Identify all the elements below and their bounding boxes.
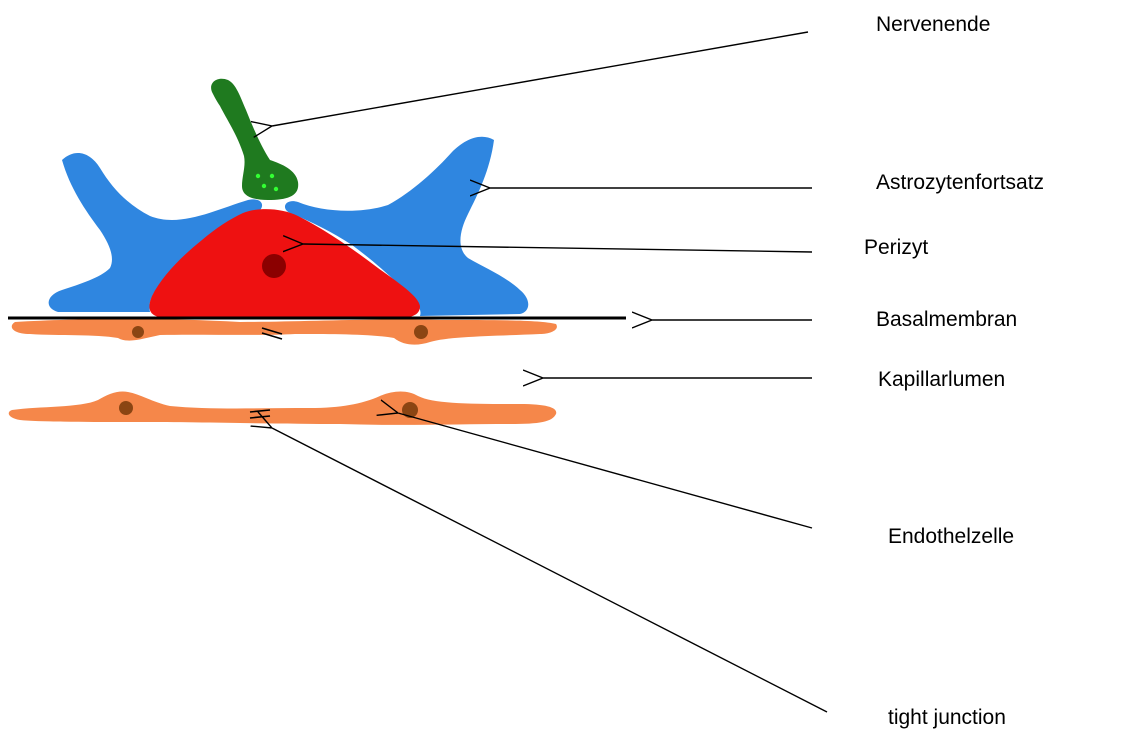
label-tight-junction: tight junction xyxy=(888,707,1006,728)
arrow-tight-junction xyxy=(272,428,827,712)
label-basalmembran: Basalmembran xyxy=(876,309,1017,330)
arrow-nervenende xyxy=(272,32,808,126)
arrow-endothelzelle xyxy=(398,413,812,528)
pericyte-nucleus xyxy=(262,254,286,278)
nerve-ending xyxy=(211,79,298,200)
nerve-vesicle xyxy=(256,174,260,178)
nerve-vesicle xyxy=(262,184,266,188)
endothelial-nucleus xyxy=(402,402,418,418)
label-kapillarlumen: Kapillarlumen xyxy=(878,369,1005,390)
label-astrozytenfortsatz: Astrozytenfortsatz xyxy=(876,172,1044,193)
endothelial-cell-upper xyxy=(12,319,557,345)
nerve-vesicle xyxy=(274,187,278,191)
label-perizyt: Perizyt xyxy=(864,237,928,258)
nerve-vesicle xyxy=(270,174,274,178)
endothelial-cell-lower xyxy=(9,391,557,424)
endothelial-nucleus xyxy=(132,326,144,338)
label-endothelzelle: Endothelzelle xyxy=(888,526,1014,547)
label-nervenende: Nervenende xyxy=(876,14,990,35)
endothelial-nucleus xyxy=(414,325,428,339)
endothelial-nucleus xyxy=(119,401,133,415)
